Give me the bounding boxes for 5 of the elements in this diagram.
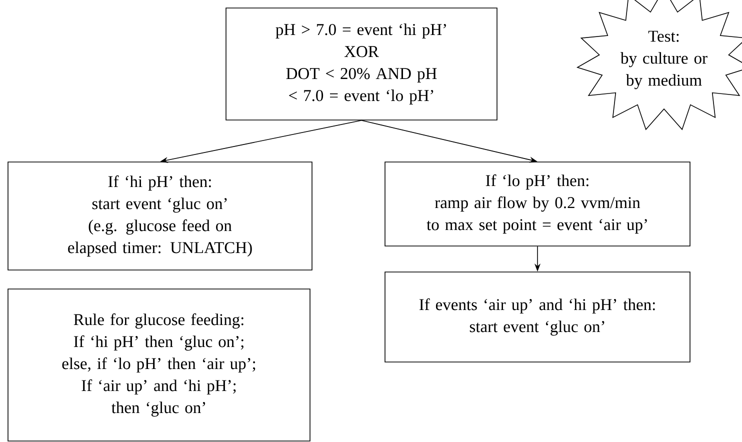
action-box: If events ‘air up’ and ‘hi pH’ then: start event ‘gluc on’ [384, 272, 690, 362]
action-box: If ‘hi pH’ then: start event ‘gluc on’ (e.g. glucose feed on elapsed timer: UNLATCH) [8, 162, 312, 270]
starburst-note: Test: by culture or by medium [576, 0, 742, 130]
condition-box: pH > 7.0 = event ‘hi pH’ XOR DOT < 20% AND pH < 7.0 = event ‘lo pH’ [226, 8, 498, 120]
action-box: If ‘lo pH’ then: ramp air flow by 0.2 vvm/min to max set point = event ‘air up’ [384, 162, 690, 246]
